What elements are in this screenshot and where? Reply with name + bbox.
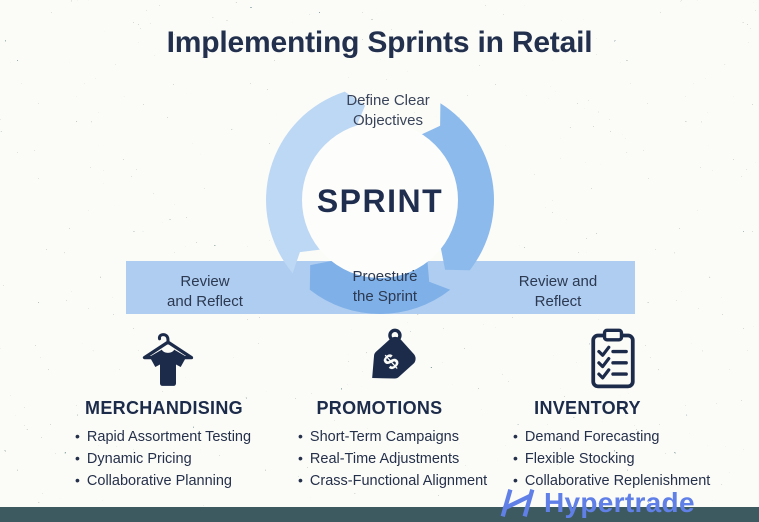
brand-logo: Hypertrade xyxy=(497,487,695,519)
cycle-arc-left xyxy=(266,91,366,274)
list-item: Crass-Functional Alignment xyxy=(298,470,497,492)
cycle-arc-bottom xyxy=(309,260,451,314)
list-item: Dynamic Pricing xyxy=(75,448,278,470)
list-item: Collaborative Replenishment xyxy=(513,470,731,492)
tshirt-hanger-icon xyxy=(142,333,194,386)
brand-name: Hypertrade xyxy=(544,487,695,518)
list-item: Rapid Assortment Testing xyxy=(75,426,278,448)
inventory-list: Demand Forecasting Flexible Stocking Col… xyxy=(495,426,731,492)
sprint-center-label: SPRINT xyxy=(316,183,444,219)
list-item: Demand Forecasting xyxy=(513,426,731,448)
page-title: Implementing Sprints in Retail xyxy=(166,26,593,59)
cycle-step-define-objectives: Define Clear Objectives xyxy=(346,92,430,129)
column-inventory: INVENTORY Demand Forecasting Flexible St… xyxy=(495,328,731,492)
cycle-arc-right xyxy=(420,103,494,271)
column-promotions: $ PROMOTIONS Short-Term Campaigns Real-T… xyxy=(282,328,497,492)
merchandising-list: Rapid Assortment Testing Dynamic Pricing… xyxy=(58,426,278,492)
list-item: Flexible Stocking xyxy=(513,448,731,470)
cycle-step-review-right: Review and Reflect xyxy=(518,273,598,310)
promotions-heading: PROMOTIONS xyxy=(316,398,443,418)
cycle-step-review-left: Review and Reflect xyxy=(167,273,243,310)
list-item: Real-Time Adjustments xyxy=(298,448,497,470)
merchandising-heading: MERCHANDISING xyxy=(85,398,243,418)
list-item: Short-Term Campaigns xyxy=(298,426,497,448)
promotions-list: Short-Term Campaigns Real-Time Adjustmen… xyxy=(282,426,497,492)
footer-bar xyxy=(0,507,759,522)
list-item: Collaborative Planning xyxy=(75,470,278,492)
price-tag-icon: $ xyxy=(371,328,416,379)
inventory-heading: INVENTORY xyxy=(534,398,641,418)
cycle-step-procure-sprint: Proesturė the Sprint xyxy=(352,268,418,305)
sprint-inner-circle xyxy=(302,122,458,278)
clipboard-checklist-icon xyxy=(591,328,635,389)
hypertrade-logo-icon xyxy=(500,489,535,517)
column-merchandising: MERCHANDISING Rapid Assortment Testing D… xyxy=(58,328,278,492)
